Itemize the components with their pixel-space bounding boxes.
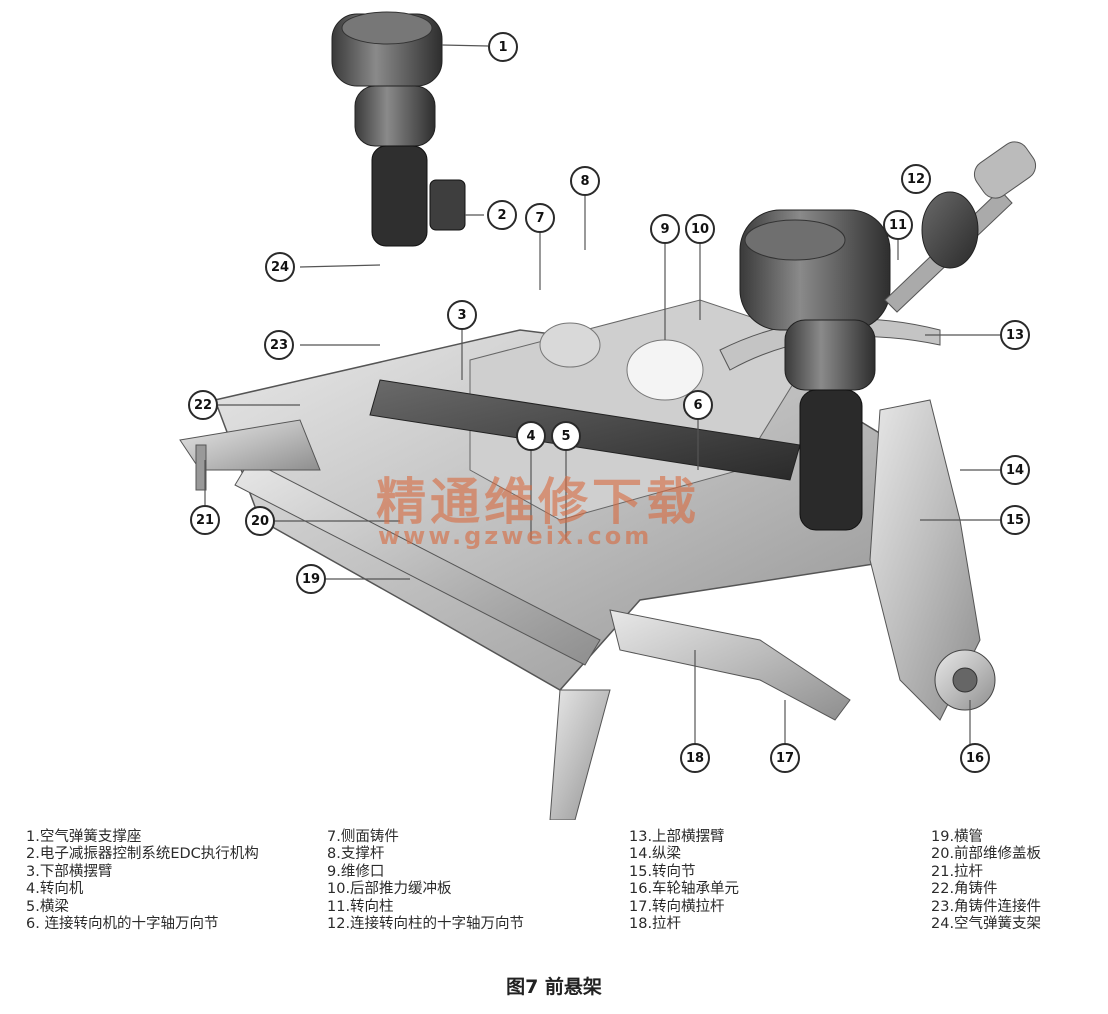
legend-column-2: 7.侧面铸件 8.支撑杆 9.维修口 10.后部推力缓冲板 11.转向柱 12.… <box>327 829 524 933</box>
callout-24: 24 <box>265 252 295 282</box>
legend-column-3: 13.上部横摆臂 14.纵梁 15.转向节 16.车轮轴承单元 17.转向横拉杆… <box>629 829 739 933</box>
legend-item: 23.角铸件连接件 <box>931 898 1042 915</box>
callout-3: 3 <box>447 300 477 330</box>
callout-23: 23 <box>264 330 294 360</box>
callout-19: 19 <box>296 564 326 594</box>
legend-item: 8.支撑杆 <box>327 846 385 863</box>
legend-item: 3.下部横摆臂 <box>26 863 113 880</box>
callout-17: 17 <box>770 743 800 773</box>
callout-20: 20 <box>245 506 275 536</box>
legend-item: 10.后部推力缓冲板 <box>327 881 452 898</box>
legend-item: 18.拉杆 <box>629 916 682 933</box>
legend-item: 5.横梁 <box>26 898 69 915</box>
legend-item: 6. 连接转向机的十字轴万向节 <box>26 916 219 933</box>
legend-item: 4.转向机 <box>26 881 84 898</box>
legend-item: 22.角铸件 <box>931 881 998 898</box>
legend-item: 2.电子减振器控制系统EDC执行机构 <box>26 846 259 863</box>
callout-22: 22 <box>188 390 218 420</box>
legend-column-4: 19.横管 20.前部维修盖板 21.拉杆 22.角铸件 23.角铸件连接件 2… <box>931 829 1041 933</box>
callout-6: 6 <box>683 390 713 420</box>
callout-13: 13 <box>1000 320 1030 350</box>
watermark-url: www.gzweix.com <box>378 522 653 550</box>
legend-item: 16.车轮轴承单元 <box>629 881 740 898</box>
legend-item: 17.转向横拉杆 <box>629 898 725 915</box>
callout-8: 8 <box>570 166 600 196</box>
legend-item: 7.侧面铸件 <box>327 829 399 845</box>
figure-caption: 图7 前悬架 <box>506 976 602 998</box>
legend-item: 24.空气弹簧支架 <box>931 916 1042 933</box>
callout-2: 2 <box>487 200 517 230</box>
callout-7: 7 <box>525 203 555 233</box>
legend-item: 14.纵梁 <box>629 846 682 863</box>
callout-4: 4 <box>516 421 546 451</box>
callout-11: 11 <box>883 210 913 240</box>
legend-item: 11.转向柱 <box>327 898 394 915</box>
legend-item: 1.空气弹簧支撑座 <box>26 829 142 845</box>
callout-16: 16 <box>960 743 990 773</box>
legend-column-1: 1.空气弹簧支撑座 2.电子减振器控制系统EDC执行机构 3.下部横摆臂 4.转… <box>26 829 259 933</box>
legend-item: 19.横管 <box>931 829 984 845</box>
legend-item: 20.前部维修盖板 <box>931 846 1042 863</box>
legend-item: 9.维修口 <box>327 863 385 880</box>
watermark-text: 精通维修下载 <box>376 472 700 531</box>
callout-10: 10 <box>685 214 715 244</box>
legend-item: 21.拉杆 <box>931 863 984 880</box>
callout-21: 21 <box>190 505 220 535</box>
callout-1: 1 <box>488 32 518 62</box>
legend-item: 12.连接转向柱的十字轴万向节 <box>327 916 525 933</box>
callout-15: 15 <box>1000 505 1030 535</box>
callout-9: 9 <box>650 214 680 244</box>
legend-item: 13.上部横摆臂 <box>629 829 725 845</box>
legend-item: 15.转向节 <box>629 863 696 880</box>
front-suspension-illustration: 1 2 3 4 5 6 7 8 9 10 11 12 13 14 15 16 1… <box>179 11 1037 821</box>
callout-5: 5 <box>551 421 581 451</box>
suspension-drawing <box>179 11 1037 821</box>
callout-12: 12 <box>901 164 931 194</box>
callout-18: 18 <box>680 743 710 773</box>
callout-14: 14 <box>1000 455 1030 485</box>
